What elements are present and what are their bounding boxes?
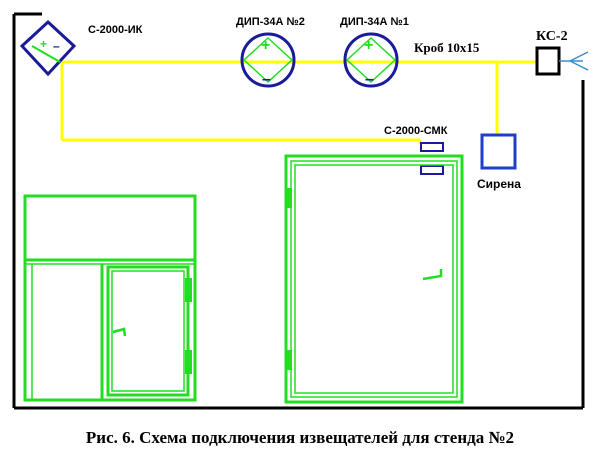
wiring — [60, 60, 537, 144]
ik-detector-beam — [31, 45, 61, 63]
siren-box — [480, 133, 517, 170]
dip1-detector: + – — [343, 32, 399, 88]
right-door-leaf — [294, 164, 454, 394]
dip2-detector: + – — [240, 32, 296, 88]
ks-antenna-down — [569, 60, 589, 71]
right-door-frame — [284, 154, 464, 404]
right-frame-outer — [284, 154, 464, 404]
dip2-body — [240, 32, 296, 88]
left-door-leaf — [106, 265, 190, 397]
left-door-hardware — [112, 278, 192, 374]
dip2-plus-symbol: + — [261, 37, 270, 54]
smk-sensor — [420, 142, 444, 175]
left-door-leaf-inner — [111, 270, 185, 392]
ik-label: С-2000-ИК — [88, 24, 143, 36]
right-frame-inner — [290, 160, 458, 398]
siren-label: Сирена — [477, 177, 521, 191]
smk-label: С-2000-СМК — [384, 125, 448, 137]
smk-upper-part — [420, 142, 444, 152]
dip1-body — [343, 32, 399, 88]
dip1-minus-symbol: – — [365, 71, 374, 88]
ks-box-body — [535, 46, 561, 76]
ks-antenna-up — [569, 51, 589, 62]
left-door-frame — [23, 194, 197, 402]
room-walls — [12, 12, 585, 410]
dip1-diamond — [345, 36, 397, 84]
ik-detector-body — [19, 19, 77, 77]
dip1-label: ДИП-34А №1 — [340, 16, 409, 28]
right-door-upper-hinge — [285, 188, 292, 208]
dip1-plus-symbol: + — [364, 37, 373, 54]
cable-label: Кроб 10х15 — [414, 40, 480, 55]
ik-detector: + – — [19, 19, 77, 77]
ks-label: КС-2 — [536, 29, 568, 44]
left-door-handle-icon — [112, 327, 127, 337]
right-door-handle-icon — [422, 269, 443, 281]
dip2-label: ДИП-34А №2 — [236, 16, 305, 28]
left-frame-outer — [23, 194, 197, 402]
ik-minus-symbol: – — [53, 39, 60, 53]
dip2-diamond — [242, 36, 294, 84]
figure-caption: Рис. 6. Схема подключения извещателей дл… — [85, 428, 515, 447]
right-door-hardware — [285, 188, 443, 370]
ks-box — [535, 46, 589, 76]
dip2-minus-symbol: – — [262, 71, 271, 88]
left-door-lower-hinge — [185, 350, 192, 374]
left-door-upper-hinge — [185, 278, 192, 302]
smk-lower-part — [420, 165, 444, 175]
ik-plus-symbol: + — [40, 37, 47, 51]
right-door-lower-hinge — [285, 350, 292, 370]
